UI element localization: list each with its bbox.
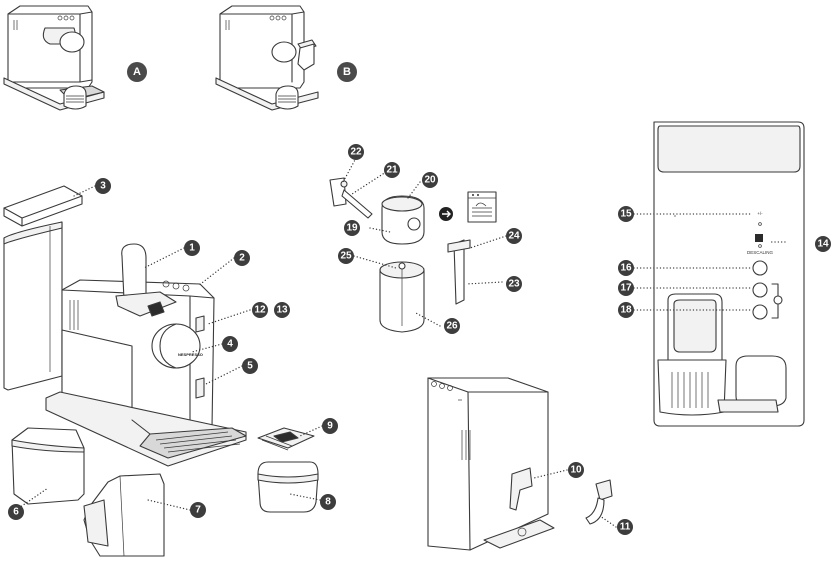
svg-text:2: 2 [239, 253, 245, 264]
callout-26: 26 [444, 318, 460, 334]
svg-text:A: A [133, 66, 141, 78]
svg-text:14: 14 [817, 239, 829, 250]
plus-minus-icon: +/- [757, 211, 763, 216]
callout-15: 15 [618, 206, 634, 222]
svg-text:11: 11 [620, 522, 631, 533]
callout-10: 10 [568, 462, 584, 478]
callout-2: 2 [234, 250, 250, 266]
svg-text:19: 19 [346, 223, 358, 234]
svg-text:16: 16 [620, 263, 632, 274]
svg-text:21: 21 [386, 165, 398, 176]
svg-text:10: 10 [570, 465, 582, 476]
main-machine-illustration: NESPRESSO [3, 185, 247, 467]
svg-text:12: 12 [254, 305, 266, 316]
svg-text:8: 8 [325, 497, 331, 508]
machine-a-illustration [3, 5, 105, 111]
callout-22: 22 [348, 144, 364, 160]
callout-9: 9 [322, 418, 338, 434]
callout-3: 3 [95, 178, 111, 194]
leader-lines [15, 157, 786, 528]
control-panel-illustration: +/- DESCALING [653, 121, 805, 427]
svg-text:3: 3 [100, 181, 106, 192]
svg-text:DESCALING: DESCALING [747, 250, 774, 255]
svg-text:23: 23 [508, 279, 520, 290]
svg-text:20: 20 [424, 175, 436, 186]
svg-text:B: B [343, 66, 351, 78]
svg-text:13: 13 [276, 305, 288, 316]
svg-text:24: 24 [508, 231, 520, 242]
callout-24: 24 [506, 228, 522, 244]
milk-icon[interactable] [752, 282, 768, 298]
callout-4: 4 [222, 336, 238, 352]
arrow-right-icon [439, 207, 453, 221]
svg-text:5: 5 [247, 361, 253, 372]
svg-text:9: 9 [327, 421, 333, 432]
drip-tray-7-illustration [83, 473, 165, 557]
back-view-illustration [427, 377, 613, 551]
cup-icon[interactable] [752, 260, 768, 276]
callout-23: 23 [506, 276, 522, 292]
svg-text:17: 17 [620, 283, 632, 294]
callout-18: 18 [618, 302, 634, 318]
callout-20: 20 [422, 172, 438, 188]
svg-text:1: 1 [189, 243, 195, 254]
callout-7: 7 [190, 502, 206, 518]
callout-11: 11 [617, 519, 633, 535]
callout-6: 6 [8, 504, 24, 520]
machine-b-illustration [215, 5, 319, 111]
callout-14: 14 [815, 236, 831, 252]
callout-12: 12 [252, 302, 268, 318]
svg-text:7: 7 [195, 505, 201, 516]
svg-text:18: 18 [620, 305, 632, 316]
svg-text:26: 26 [446, 321, 458, 332]
svg-text:4: 4 [227, 339, 233, 350]
callout-13: 13 [274, 302, 290, 318]
svg-text:15: 15 [620, 209, 632, 220]
svg-text:NESPRESSO: NESPRESSO [178, 352, 203, 357]
svg-text:22: 22 [350, 147, 362, 158]
drip-grid-9-illustration [257, 427, 315, 451]
callout-19: 19 [344, 220, 360, 236]
callout-8: 8 [320, 494, 336, 510]
cup-8-illustration [257, 461, 319, 513]
svg-text:25: 25 [340, 251, 352, 262]
frother-parts-illustration [329, 177, 497, 333]
callout-25: 25 [338, 248, 354, 264]
svg-text:6: 6 [13, 507, 19, 518]
callout-21: 21 [384, 162, 400, 178]
dishwasher-icon [467, 191, 497, 223]
callout-5: 5 [242, 358, 258, 374]
drip-tray-6-illustration [11, 427, 85, 505]
label-b: B [337, 62, 357, 82]
callout-1: 1 [184, 240, 200, 256]
callout-17: 17 [618, 280, 634, 296]
callout-16: 16 [618, 260, 634, 276]
label-a: A [127, 62, 147, 82]
